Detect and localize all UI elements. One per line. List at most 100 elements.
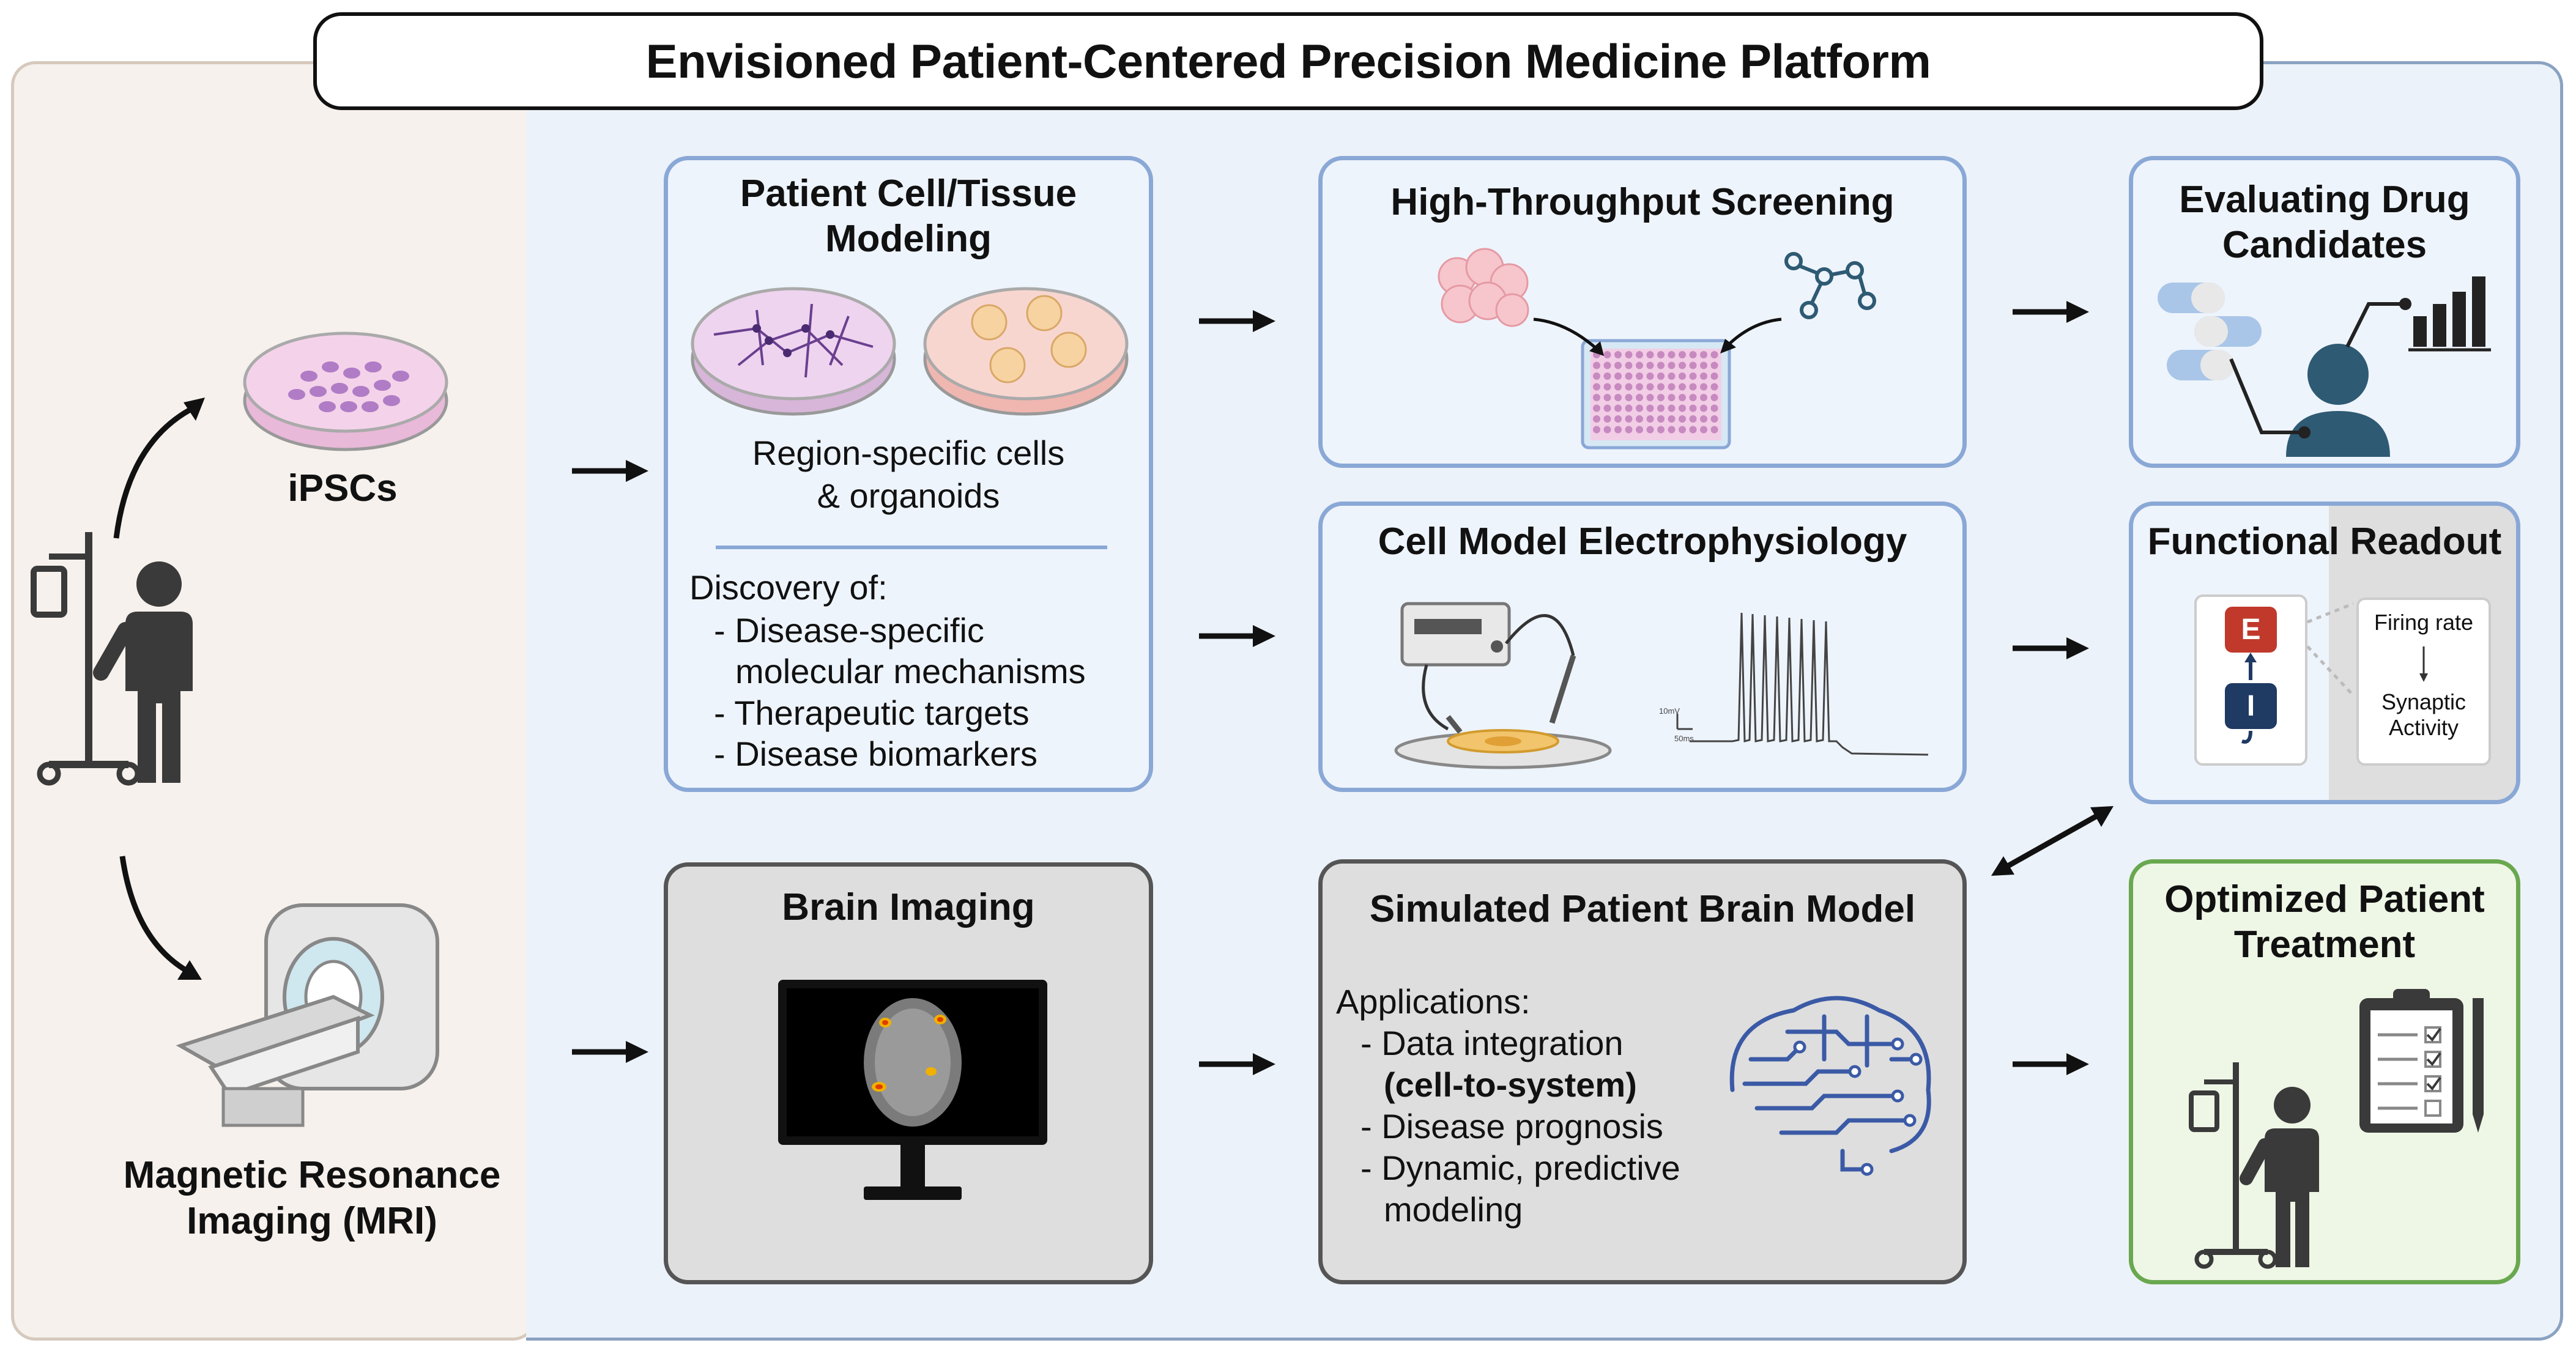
well (1636, 361, 1643, 369)
arrow-to-functional-readout-icon (2013, 637, 2089, 659)
patient-with-iv-icon (31, 532, 193, 786)
well (1689, 372, 1697, 380)
well (1689, 361, 1697, 369)
divider (716, 546, 1107, 549)
well (1593, 383, 1600, 391)
well (1636, 394, 1643, 401)
patient-with-iv-icon (2189, 1062, 2319, 1269)
well (1646, 383, 1654, 391)
well (1603, 415, 1611, 423)
well (1625, 415, 1633, 423)
well (1700, 404, 1707, 412)
well (1700, 372, 1707, 380)
arrow-to-mri-icon (119, 856, 202, 980)
well (1593, 361, 1600, 369)
well (1646, 361, 1654, 369)
well (1593, 426, 1600, 434)
arrow-to-drug-eval-icon (2013, 301, 2089, 323)
well (1614, 361, 1622, 369)
well (1710, 351, 1718, 358)
cell-types-line2: & organoids (817, 476, 1000, 515)
well (1679, 415, 1686, 423)
connector-dotted-icon (2306, 602, 2355, 697)
applications-heading: Applications: (1336, 982, 1531, 1021)
mri-label-line2: Imaging (MRI) (187, 1200, 437, 1242)
organoid-dish-icon (923, 287, 1129, 416)
patch-clamp-rig-icon (1394, 602, 1612, 769)
ei-cycle-arrows-icon (2241, 653, 2257, 744)
arrow-to-treatment-icon (2013, 1053, 2089, 1075)
firing-rate-label: Firing rate (2374, 610, 2474, 635)
brain-model-box: Simulated Patient Brain Model Applicatio… (1318, 859, 1967, 1284)
well (1700, 383, 1707, 391)
well (1689, 404, 1697, 412)
functional-readout-box: Functional Readout E I Firing rate Synap… (2129, 502, 2520, 804)
well (1689, 394, 1697, 401)
well (1614, 394, 1622, 401)
well (1603, 426, 1611, 434)
well (1614, 351, 1622, 358)
well (1603, 351, 1611, 358)
well (1657, 404, 1665, 412)
arrow-to-hts-icon (1199, 310, 1275, 332)
treatment-box: Optimized Patient Treatment (2129, 859, 2520, 1284)
electrophysiology-box: Cell Model Electrophysiology 10mV 50ms (1318, 502, 1967, 792)
well (1657, 383, 1665, 391)
well (1679, 351, 1686, 358)
scale-bar-time: 50ms (1674, 734, 1694, 743)
discovery-item: - Disease-specific (714, 611, 984, 650)
well (1614, 415, 1622, 423)
well (1593, 404, 1600, 412)
well (1614, 372, 1622, 380)
well (1668, 394, 1676, 401)
cell-types-line1: Region-specific cells (752, 434, 1065, 472)
diagram-title: Envisioned Patient-Centered Precision Me… (313, 12, 2263, 110)
well (1603, 361, 1611, 369)
clipboard-checklist-icon (2359, 989, 2484, 1133)
synaptic-line2: Activity (2388, 715, 2459, 740)
application-item: (cell-to-system) (1384, 1065, 1637, 1104)
well (1636, 415, 1643, 423)
well (1679, 372, 1686, 380)
well (1689, 351, 1697, 358)
mri-label-line1: Magnetic Resonance (123, 1154, 501, 1196)
discovery-heading: Discovery of: (689, 568, 888, 607)
bidirectional-arrow-icon (1991, 806, 2114, 876)
action-potential-trace-icon: 10mV 50ms (1659, 612, 1929, 756)
hts-box: High-Throughput Screening (1318, 156, 1967, 468)
inhibitory-badge: I (2225, 683, 2277, 729)
well (1700, 351, 1707, 358)
well (1593, 394, 1600, 401)
well (1657, 394, 1665, 401)
well (1710, 372, 1718, 380)
well (1668, 351, 1676, 358)
well (1668, 415, 1676, 423)
brain-imaging-title: Brain Imaging (782, 886, 1035, 928)
cell-modeling-title-line2: Modeling (825, 218, 992, 260)
well (1657, 426, 1665, 434)
well (1668, 383, 1676, 391)
application-item: - Dynamic, predictive (1360, 1149, 1680, 1187)
brain-imaging-box: Brain Imaging (664, 862, 1153, 1284)
ipsc-label: iPSCs (288, 467, 398, 509)
compound-molecules-icon (1784, 252, 1876, 319)
well (1668, 404, 1676, 412)
discovery-item: - Disease biomarkers (714, 735, 1038, 773)
well (1689, 383, 1697, 391)
well (1636, 351, 1643, 358)
well (1700, 394, 1707, 401)
well (1625, 372, 1633, 380)
well (1710, 361, 1718, 369)
application-item: modeling (1384, 1190, 1523, 1229)
well-plate-icon (1581, 339, 1731, 450)
well (1636, 426, 1643, 434)
well (1657, 415, 1665, 423)
well (1710, 404, 1718, 412)
well (1646, 404, 1654, 412)
well (1700, 415, 1707, 423)
well (1636, 372, 1643, 380)
well (1657, 351, 1665, 358)
well (1614, 404, 1622, 412)
well (1689, 426, 1697, 434)
well (1625, 351, 1633, 358)
